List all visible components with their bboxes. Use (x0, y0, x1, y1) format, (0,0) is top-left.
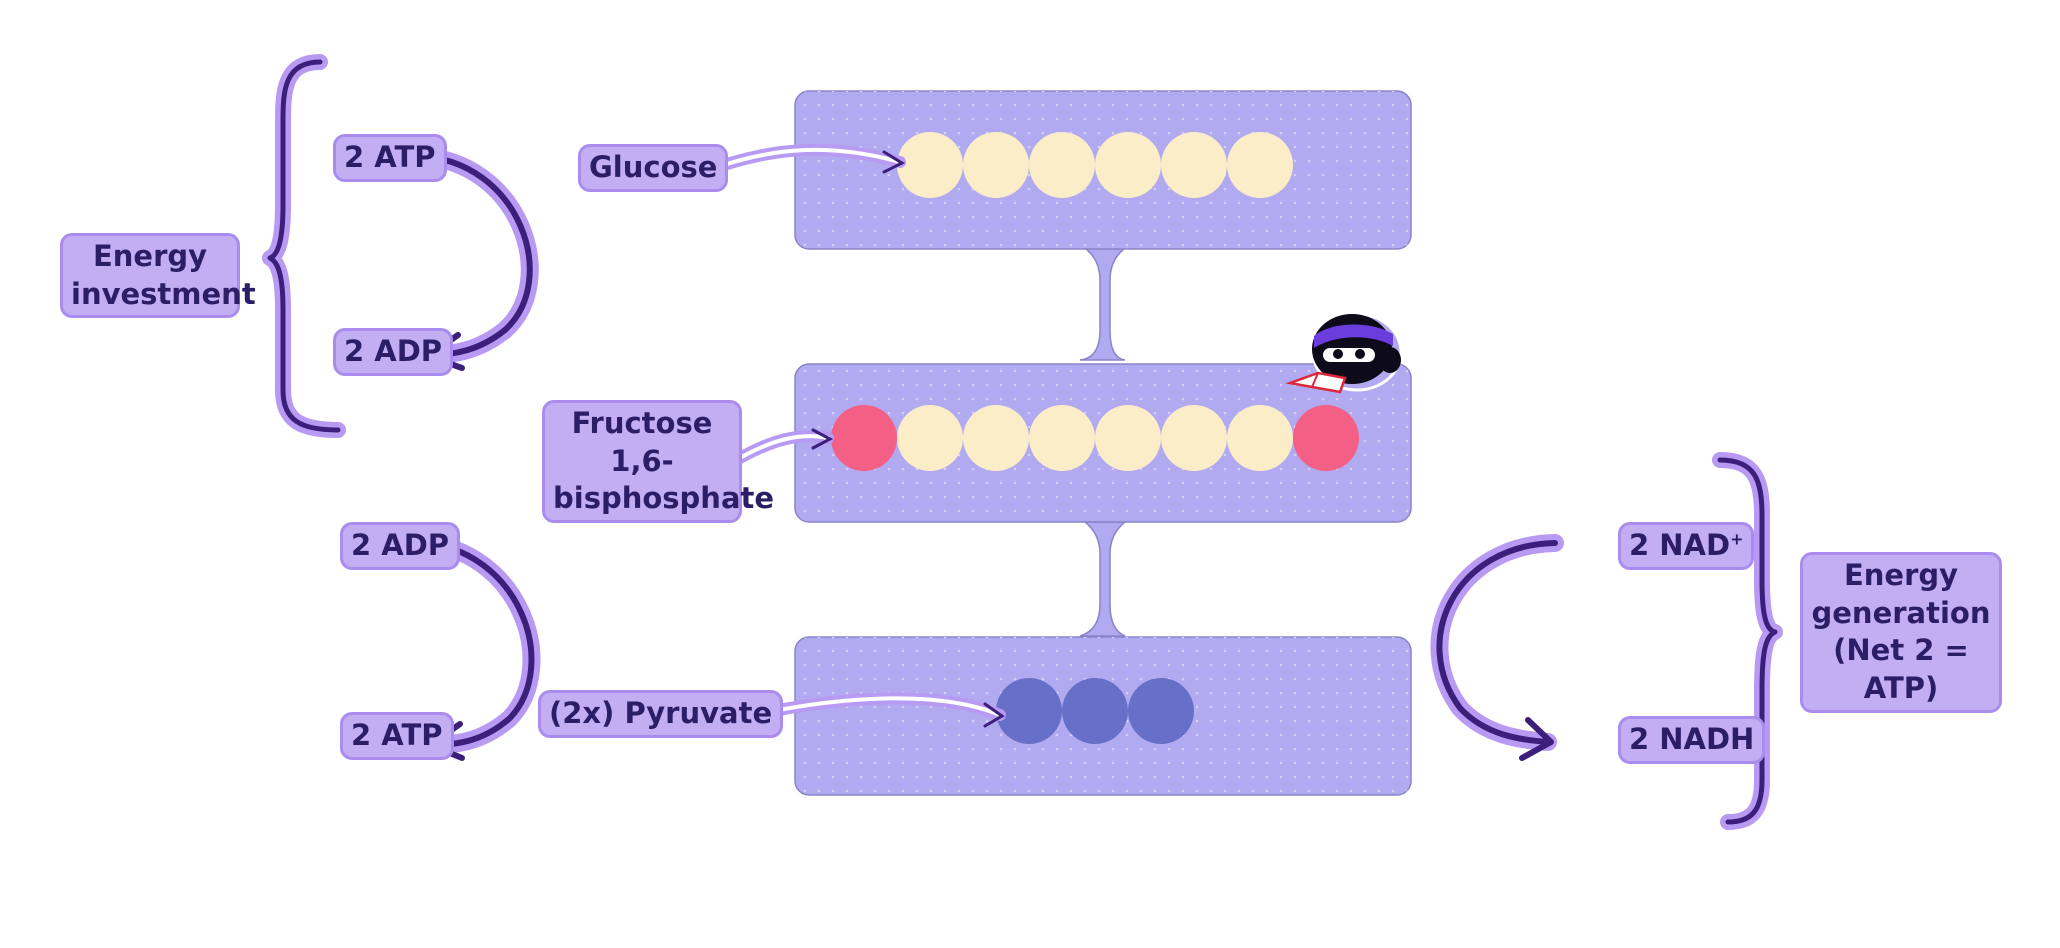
fructose-pointer-arrow (727, 428, 834, 468)
pyruvate-label: (2x) Pyruvate (538, 690, 784, 738)
energy-investment-bracket (262, 54, 346, 438)
atp-bottom-label: 2 ATP (340, 712, 454, 760)
panel-connector-bottom (1079, 521, 1128, 637)
ninja-reading-book-icon (1285, 312, 1403, 394)
nad-to-nadh-arrow (1430, 534, 1564, 761)
pyruvate-molecule (996, 678, 1194, 744)
nad-label: 2 NAD+ (1618, 522, 1755, 570)
atp-top-label: 2 ATP (333, 134, 447, 182)
adp-top-label: 2 ADP (333, 328, 454, 376)
pyruvate-pyruvate-atom (1128, 678, 1194, 744)
adp-bottom-label: 2 ADP (340, 522, 461, 570)
energy-generation-bracket (1712, 452, 1783, 830)
fructose-molecule (831, 405, 1359, 471)
glucose-label: Glucose (578, 144, 729, 192)
fructose-carbon-atom (963, 405, 1029, 471)
energy-generation-label: Energy generation (Net 2 = ATP) (1800, 552, 2002, 713)
glucose-carbon-atom (897, 132, 963, 198)
energy-investment-label: Energy investment (60, 233, 256, 319)
pyruvate-pyruvate-atom (1062, 678, 1128, 744)
glucose-carbon-atom (1029, 132, 1095, 198)
nad-text: 2 NAD (1629, 528, 1731, 562)
glucose-carbon-atom (1161, 132, 1227, 198)
pyruvate-pyruvate-atom (996, 678, 1062, 744)
panel-connector-top (1079, 247, 1128, 361)
fructose-carbon-atom (1095, 405, 1161, 471)
glucose-carbon-atom (1095, 132, 1161, 198)
glucose-carbon-atom (1227, 132, 1293, 198)
fructose-phosphate-atom (1293, 405, 1359, 471)
nadh-label: 2 NADH (1618, 716, 1766, 764)
fructose-carbon-atom (1227, 405, 1293, 471)
nad-superscript: + (1730, 529, 1744, 549)
fructose-carbon-atom (1029, 405, 1095, 471)
glucose-molecule (897, 132, 1293, 198)
fructose-phosphate-atom (831, 405, 897, 471)
fructose-carbon-atom (897, 405, 963, 471)
fructose-carbon-atom (1161, 405, 1227, 471)
fructose-label: Fructose 1,6-bisphosphate (542, 400, 774, 524)
glucose-carbon-atom (963, 132, 1029, 198)
